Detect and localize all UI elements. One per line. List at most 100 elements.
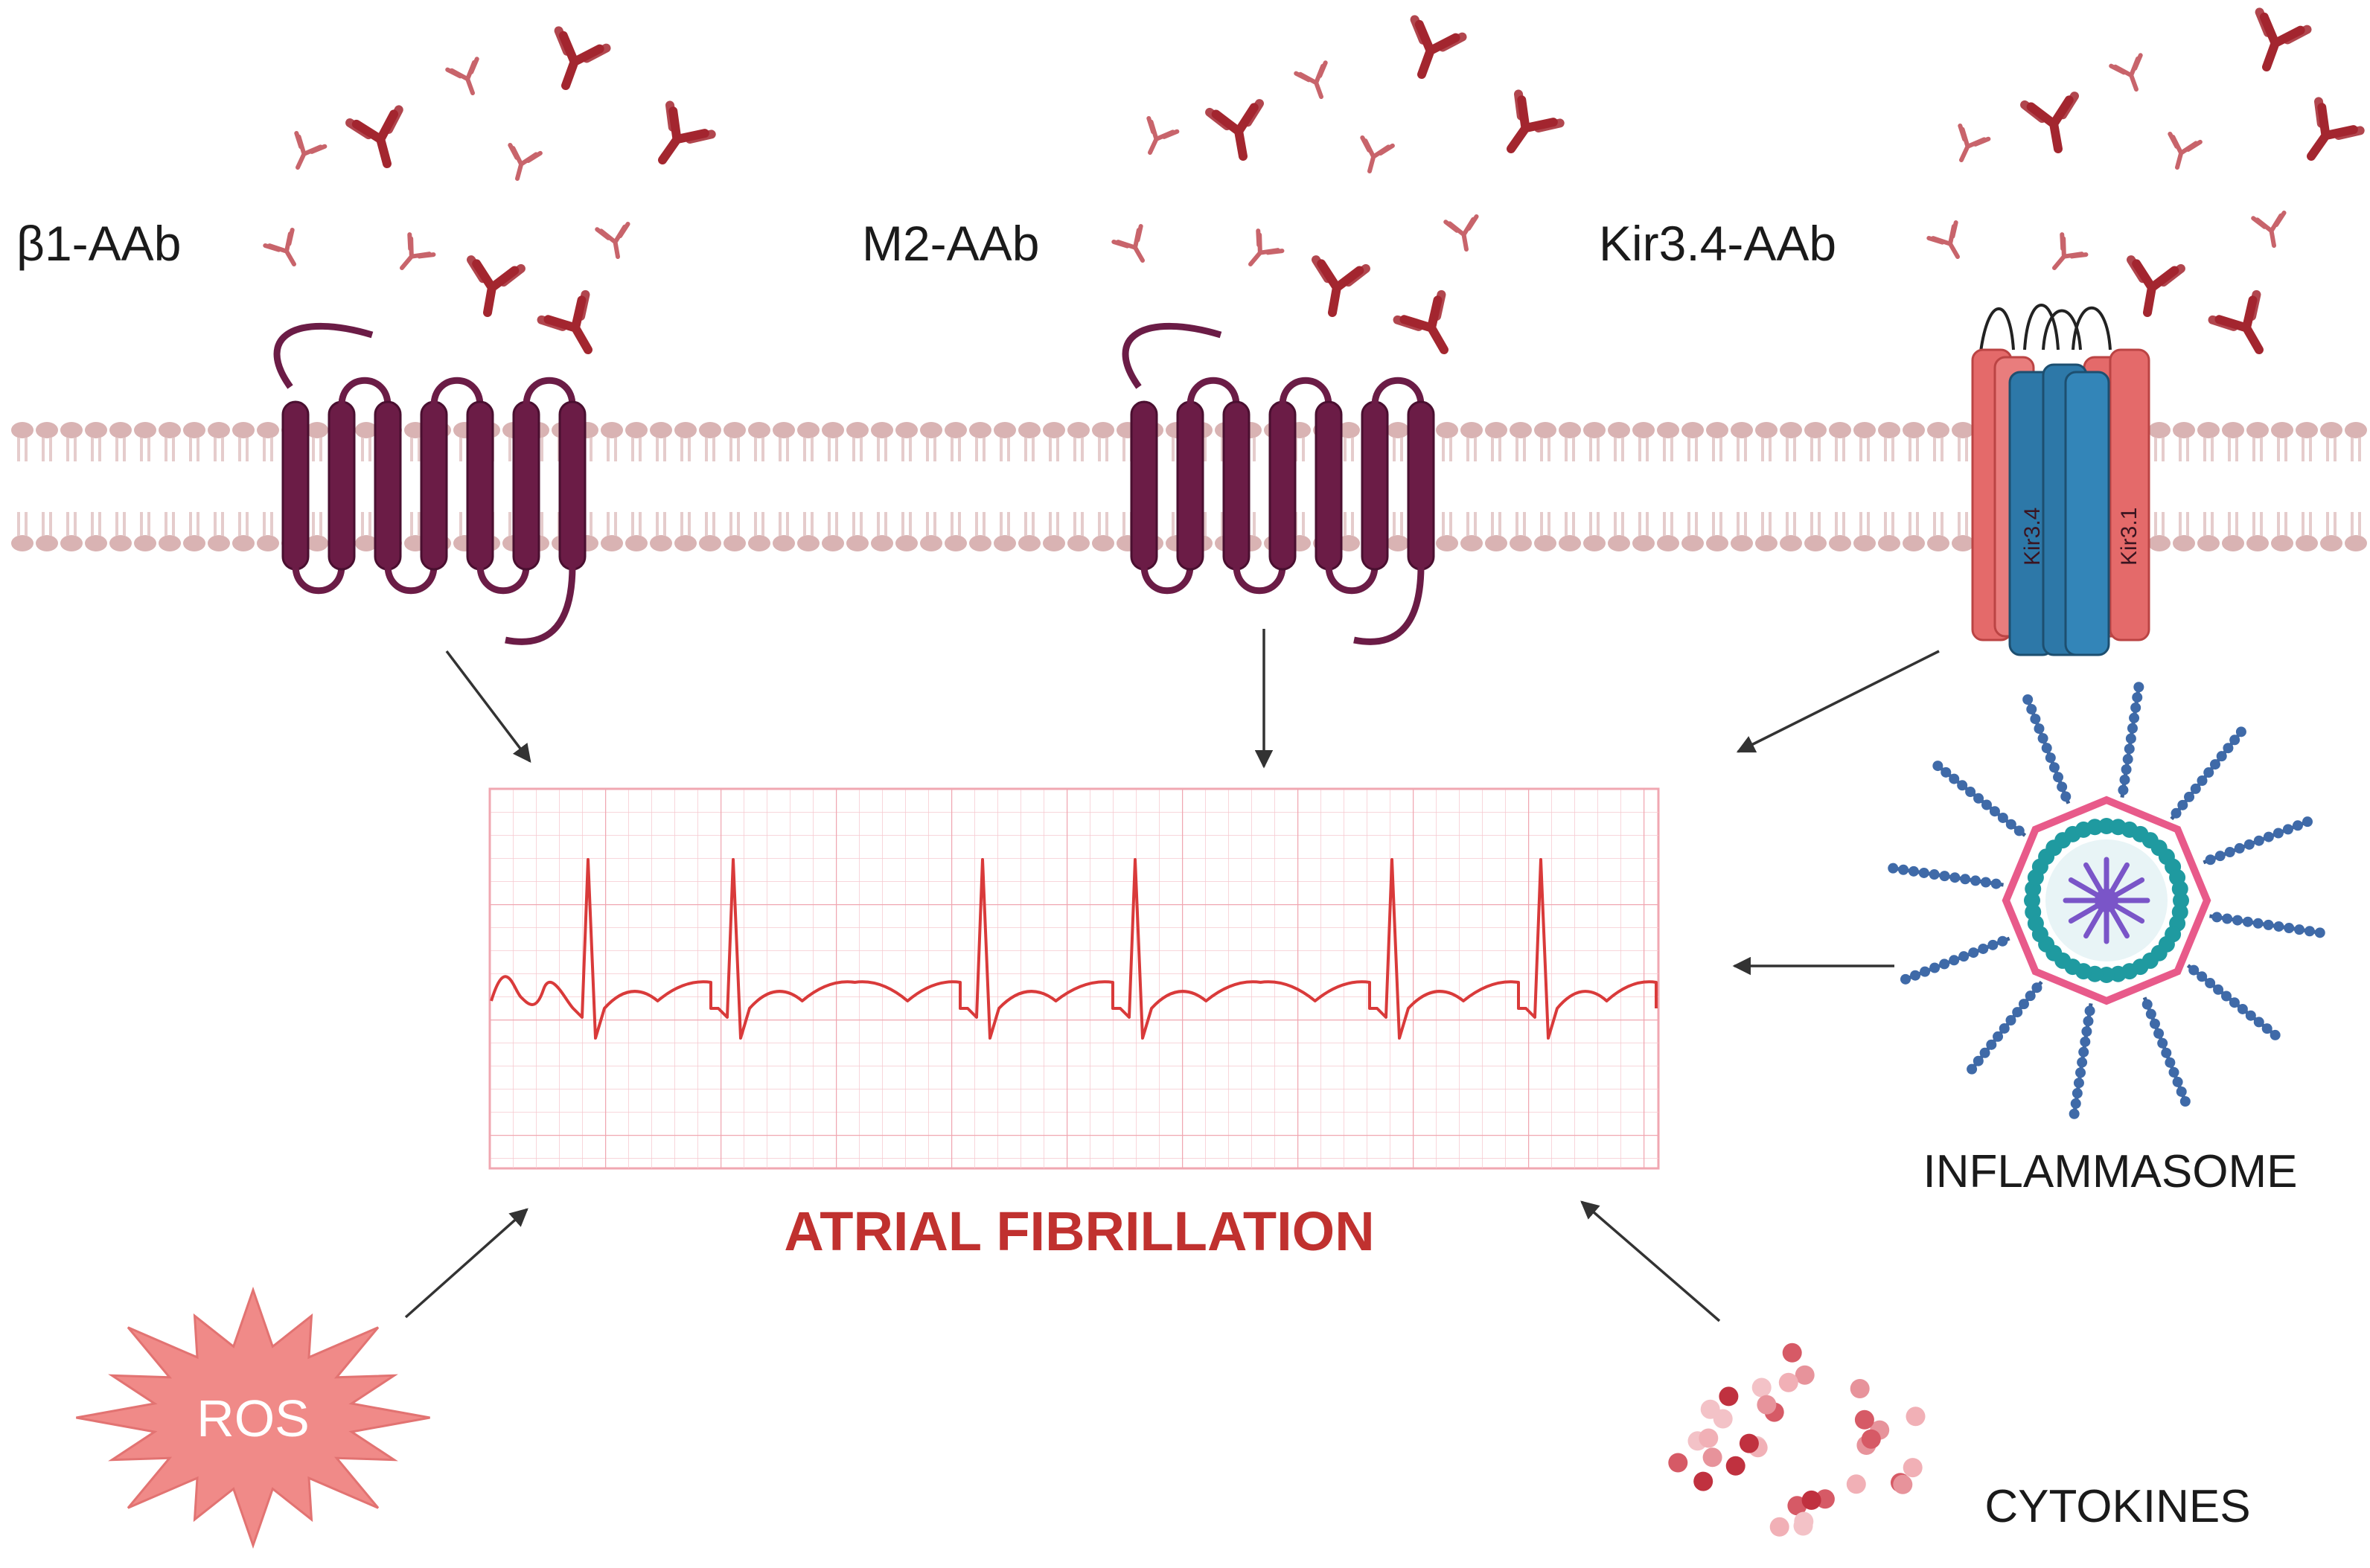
lipid-head (1950, 420, 1975, 463)
lipid-head (1533, 420, 1558, 463)
lipid-head (1066, 420, 1091, 463)
lipid-head (673, 420, 698, 463)
lipid-head (59, 511, 84, 553)
lipid-head (2147, 511, 2172, 553)
gpcr-receptor-icon (273, 323, 587, 645)
lipid-head (2294, 511, 2319, 553)
kir31-subunit-label: Kir3.1 (2117, 508, 2141, 566)
lipid-head (2270, 420, 2295, 463)
cytokine-dot (1795, 1365, 1815, 1385)
lipid-head (919, 511, 944, 553)
lipid-head (1041, 511, 1067, 553)
lipid-head (869, 420, 895, 463)
lipid-head (2319, 420, 2344, 463)
lipid-head (1852, 420, 1877, 463)
lipid-head (1705, 511, 1730, 553)
lipid-head (2171, 511, 2197, 553)
lipid-head (820, 511, 846, 553)
lipid-head (1483, 511, 1509, 553)
lipid-head (992, 511, 1018, 553)
lipid-head (2245, 420, 2270, 463)
lipid-head (1778, 420, 1804, 463)
ros-label: ROS (197, 1389, 310, 1447)
lipid-head (1901, 420, 1926, 463)
arrow-ros-to-af (404, 1208, 528, 1319)
lipid-head (182, 420, 207, 463)
cytokines-label: CYTOKINES (1984, 1481, 2250, 1532)
lipid-head (1876, 511, 1902, 553)
lipid-head (2147, 420, 2172, 463)
lipid-head (771, 420, 796, 463)
beta1-aab-label: β1-AAb (16, 216, 181, 271)
lipid-head (968, 420, 993, 463)
lipid-head (697, 420, 723, 463)
lipid-head (1901, 511, 1926, 553)
lipid-head (869, 511, 895, 553)
lipid-head (59, 420, 84, 463)
cytokine-dot (1713, 1409, 1733, 1429)
cytokine-dot (1702, 1447, 1722, 1468)
lipid-head (697, 511, 723, 553)
cytokine-dot (1693, 1471, 1713, 1491)
lipid-head (1090, 420, 1116, 463)
lipid-head (943, 420, 968, 463)
lipid-head (231, 511, 256, 553)
lipid-head (747, 511, 772, 553)
ros-star-icon: ROS (76, 1286, 430, 1549)
lipid-head (1729, 511, 1754, 553)
ion-channel-icon: Kir3.4 Kir3.1 (1971, 304, 2150, 656)
lipid-head (1827, 420, 1853, 463)
lipid-head (1803, 511, 1828, 553)
atrial-fibrillation-title: ATRIAL FIBRILLATION (784, 1200, 1374, 1262)
lipid-head (1827, 511, 1853, 553)
lipid-head (1017, 511, 1042, 553)
arrow-kir34-to-af (1736, 650, 1940, 753)
cytokine-dot (1782, 1343, 1802, 1363)
lipid-head (1582, 420, 1607, 463)
lipid-head (1926, 420, 1951, 463)
antibody-cluster-m2 (1114, 19, 1559, 362)
lipid-head (1459, 511, 1484, 553)
arrow-cytokines-to-af (1580, 1200, 1721, 1322)
cytokine-dot (1751, 1377, 1772, 1398)
kir34-aab-label: Kir3.4-AAb (1599, 216, 1836, 271)
cytokine-dot (1668, 1453, 1688, 1473)
kir34-subunit-label: Kir3.4 (2020, 508, 2045, 566)
lipid-head (820, 420, 846, 463)
lipid-head (968, 511, 993, 553)
lipid-head (599, 420, 625, 463)
lipid-head (2245, 511, 2270, 553)
lipid-head (206, 511, 231, 553)
lipid-head (2270, 511, 2295, 553)
lipid-head (894, 511, 919, 553)
lipid-head (1557, 511, 1582, 553)
lipid-head (1385, 511, 1411, 553)
cytokine-dot (1903, 1458, 1923, 1478)
lipid-head (1090, 511, 1116, 553)
lipid-head (34, 420, 60, 463)
lipid-head (157, 420, 182, 463)
lipid-head (2196, 420, 2221, 463)
cytokine-dot (1769, 1517, 1789, 1537)
lipid-head (2343, 420, 2369, 463)
lipid-head (624, 511, 649, 553)
inflammasome-icon (1888, 682, 2325, 1119)
lipid-head (206, 420, 231, 463)
lipid-head (648, 420, 674, 463)
cytokine-dot (1699, 1428, 1719, 1448)
lipid-head (1950, 511, 1975, 553)
lipid-head (132, 511, 158, 553)
lipid-head (1582, 511, 1607, 553)
lipid-head (1066, 511, 1091, 553)
lipid-head (10, 511, 35, 553)
cytokine-dot (1739, 1433, 1759, 1453)
lipid-head (2196, 511, 2221, 553)
lipid-head (108, 420, 133, 463)
lipid-head (1434, 511, 1460, 553)
lipid-head (1483, 420, 1509, 463)
lipid-head (1459, 420, 1484, 463)
lipid-head (1631, 420, 1656, 463)
cytokine-dots-icon (1668, 1343, 1926, 1537)
lipid-head (1754, 420, 1779, 463)
